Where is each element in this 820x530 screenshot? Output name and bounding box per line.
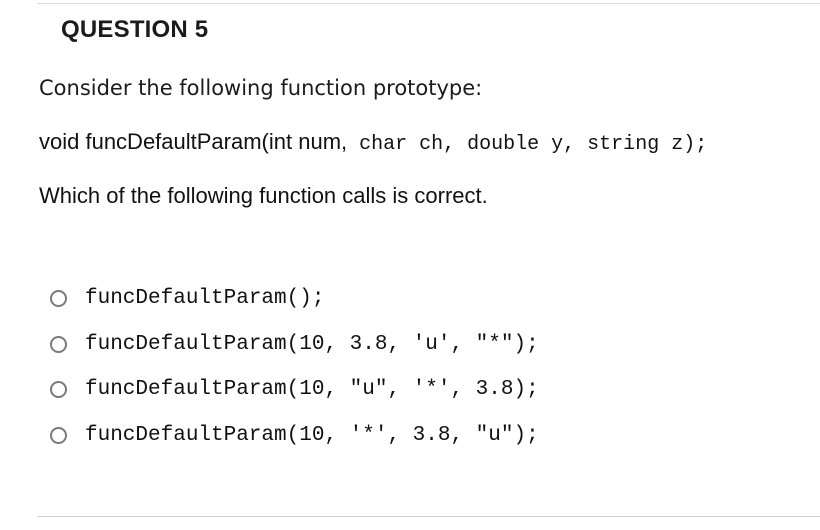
answer-option-label[interactable]: funcDefaultParam(10, 3.8, 'u', "*");	[85, 332, 539, 356]
answer-option-label[interactable]: funcDefaultParam(10, '*', 3.8, "u");	[85, 423, 539, 447]
question-prompt: Which of the following function calls is…	[39, 183, 488, 208]
answer-option-label[interactable]: funcDefaultParam();	[85, 287, 325, 311]
answer-option-label[interactable]: funcDefaultParam(10, "u", '*', 3.8);	[85, 378, 539, 402]
radio-button[interactable]	[50, 335, 67, 353]
bottom-divider	[38, 516, 820, 517]
answer-option-4[interactable]: funcDefaultParam(10, '*', 3.8, "u");	[50, 413, 539, 459]
answer-option-1[interactable]: funcDefaultParam();	[50, 276, 539, 322]
radio-button[interactable]	[50, 426, 67, 444]
prototype-parameters: char ch, double y, string z);	[347, 133, 708, 156]
top-divider	[38, 3, 820, 4]
question-title: QUESTION 5	[61, 16, 209, 43]
answer-options: funcDefaultParam(); funcDefaultParam(10,…	[50, 276, 539, 458]
function-prototype: void funcDefaultParam(int num, char ch, …	[39, 129, 707, 156]
radio-button[interactable]	[50, 290, 67, 308]
answer-option-2[interactable]: funcDefaultParam(10, 3.8, 'u', "*");	[50, 322, 539, 368]
prototype-signature: void funcDefaultParam(int num,	[39, 129, 348, 154]
answer-option-3[interactable]: funcDefaultParam(10, "u", '*', 3.8);	[50, 367, 539, 413]
radio-button[interactable]	[50, 381, 67, 399]
question-intro: Consider the following function prototyp…	[39, 76, 483, 100]
